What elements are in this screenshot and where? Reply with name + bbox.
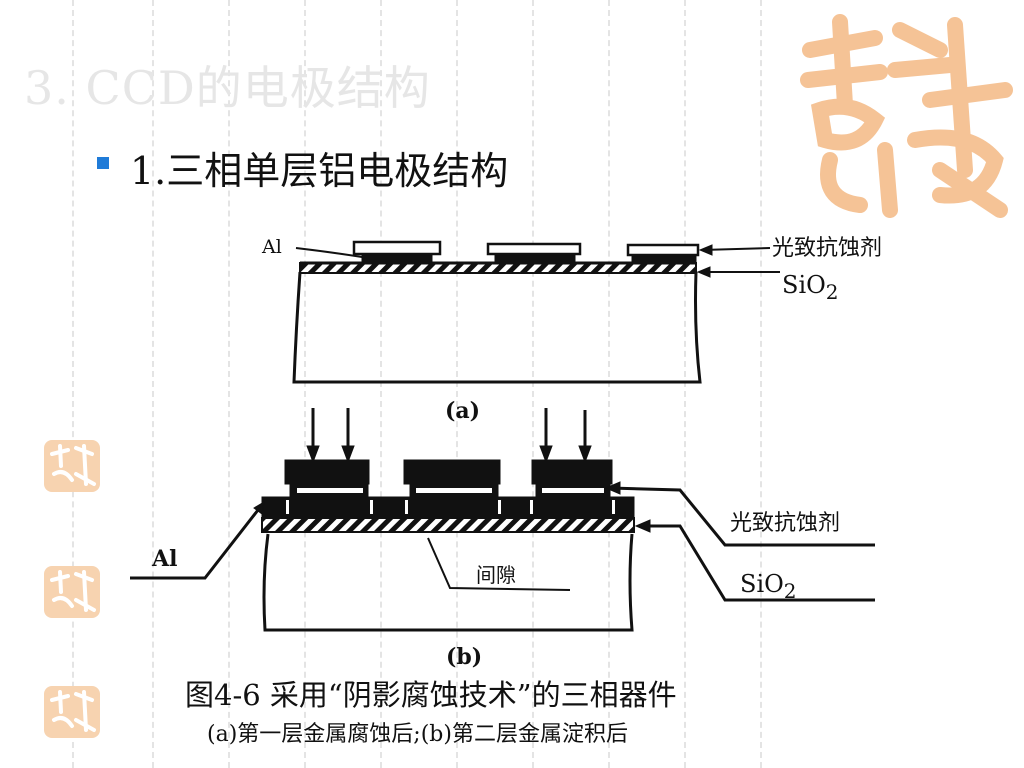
calligraphy-logo-icon <box>800 14 1013 218</box>
substrate-b <box>262 533 634 632</box>
guide-line <box>760 0 762 768</box>
guide-line <box>72 0 74 768</box>
diagram-b <box>130 408 875 632</box>
substrate-a <box>292 271 702 384</box>
label-sio2-b: SiO2 <box>740 570 797 603</box>
guide-line <box>304 0 306 768</box>
guide-line <box>152 0 154 768</box>
panel-label-a: (a) <box>445 398 480 424</box>
guide-line <box>684 0 686 768</box>
photoresist-block <box>284 459 370 485</box>
photoresist-block <box>403 459 501 485</box>
sio2-layer-b <box>261 517 635 533</box>
guide-line <box>380 0 382 768</box>
guide-line <box>456 0 458 768</box>
second-al-layer <box>261 496 635 519</box>
photoresist-block <box>531 459 613 485</box>
al-electrode-gap <box>542 488 604 493</box>
stamp-logo-icon <box>44 440 100 492</box>
al-electrode-gap <box>416 488 492 493</box>
label-sio2-a: SiO2 <box>782 271 839 304</box>
photoresist-block <box>352 240 442 256</box>
slide-title: 3. CCD的电极结构 <box>24 61 431 115</box>
label-al-a: Al <box>261 236 282 258</box>
label-al-b: Al <box>151 546 177 572</box>
figure-caption: 图4-6 采用“阴影腐蚀技术”的三相器件 <box>185 678 677 712</box>
bullet-square-icon <box>97 157 109 169</box>
guide-line <box>532 0 534 768</box>
stamp-logo-icon <box>44 686 100 738</box>
label-photoresist-a: 光致抗蚀剂 <box>772 236 882 261</box>
panel-label-b: (b) <box>446 644 482 670</box>
al-electrode <box>361 253 433 264</box>
label-gap: 间隙 <box>476 563 516 587</box>
diagram-a <box>292 240 780 384</box>
photoresist-block <box>486 242 582 256</box>
photoresist-block <box>626 243 700 257</box>
al-electrode <box>494 253 576 264</box>
bullet-heading: 1.三相单层铝电极结构 <box>130 149 509 193</box>
guide-line <box>228 0 230 768</box>
al-electrode-gap <box>297 488 363 493</box>
label-photoresist-b: 光致抗蚀剂 <box>730 511 840 536</box>
guide-line <box>608 0 610 768</box>
figure-subcaption: (a)第一层金属腐蚀后;(b)第二层金属淀积后 <box>207 722 628 747</box>
stamp-logo-icon <box>44 566 100 618</box>
